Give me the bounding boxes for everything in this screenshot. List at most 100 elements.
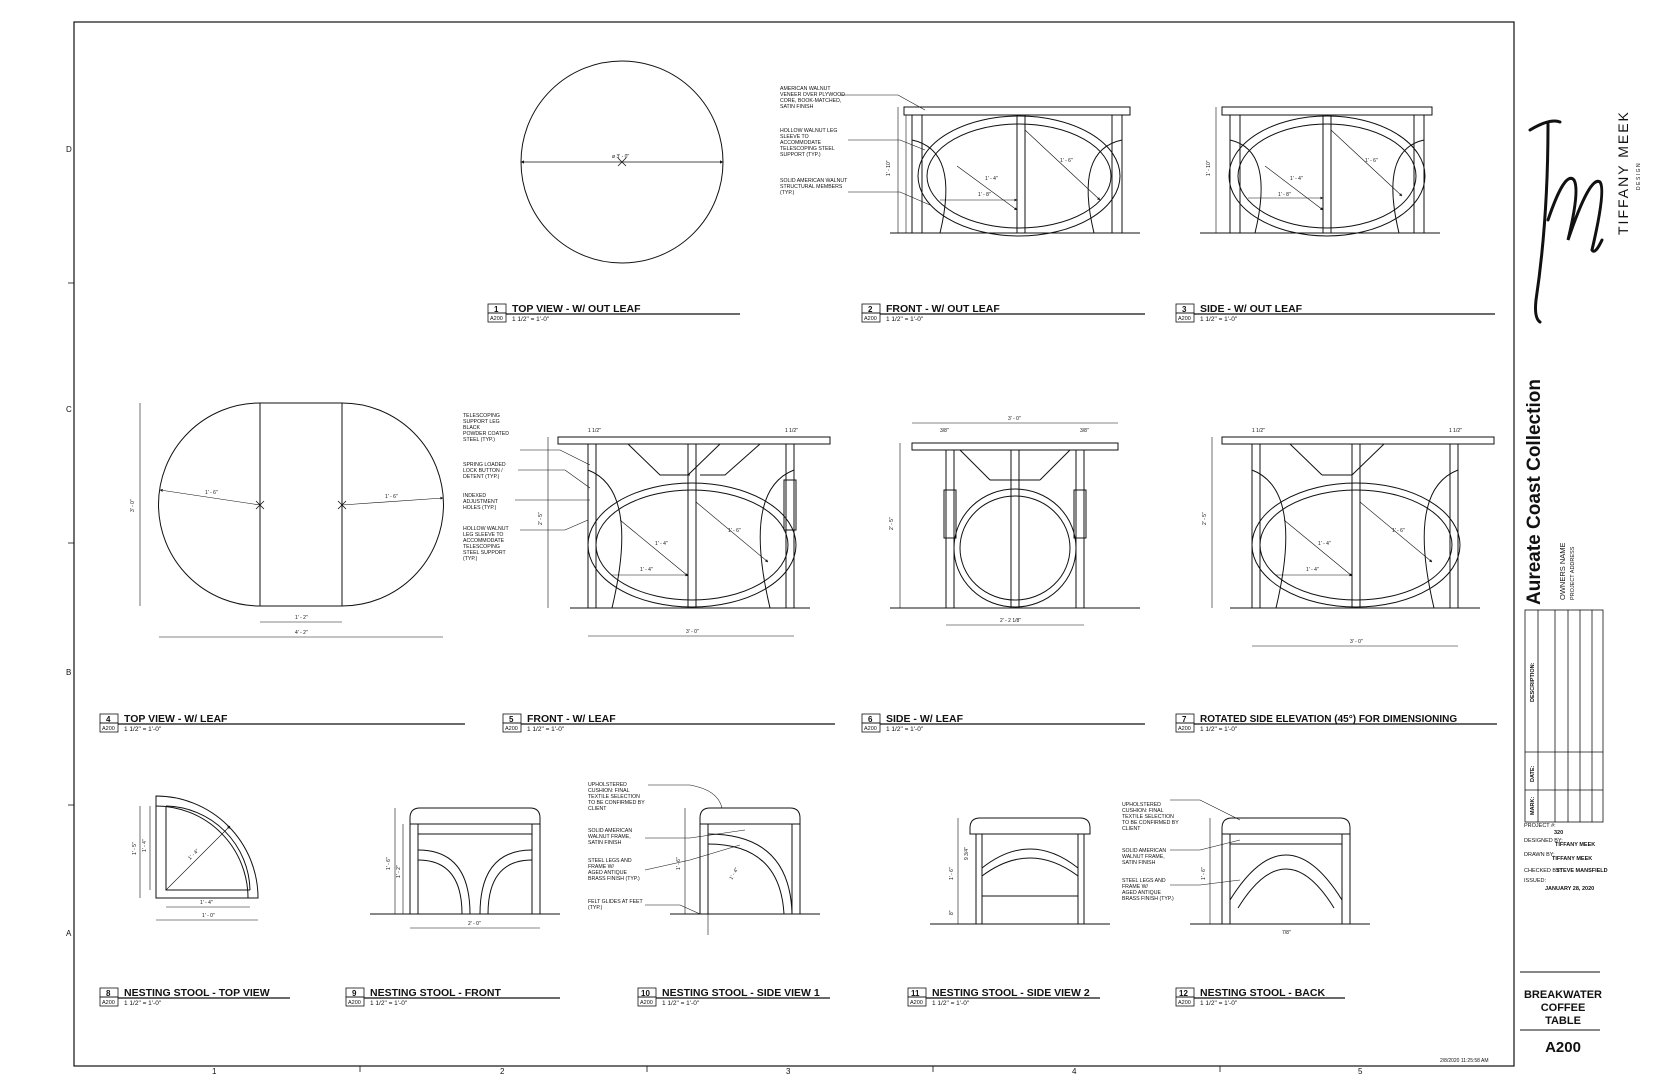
logo-monogram-icon bbox=[1528, 119, 1604, 324]
dim-label: 1' - 6" bbox=[1060, 158, 1073, 164]
dim-label: 1' - 4" bbox=[985, 176, 998, 182]
dim-diameter: ø 3' - 0" bbox=[612, 154, 629, 160]
grid-col-label: 2 bbox=[500, 1067, 505, 1076]
view-sheet-ref: A200 bbox=[640, 1000, 653, 1006]
view-number: 3 bbox=[1182, 305, 1187, 314]
dim-label: 1' - 4" bbox=[1306, 567, 1319, 573]
view-title-4: 4 TOP VIEW - W/ LEAF A200 1 1/2" = 1'-0" bbox=[99, 713, 465, 733]
dim-label: 1' - 6" bbox=[385, 494, 398, 500]
view-scale: 1 1/2" = 1'-0" bbox=[124, 726, 162, 733]
grid-col-label: 4 bbox=[1072, 1067, 1077, 1076]
view-sheet-ref: A200 bbox=[102, 1000, 115, 1006]
view-number: 9 bbox=[352, 989, 357, 998]
dim-label: 1' - 10" bbox=[1206, 160, 1212, 176]
view-number: 1 bbox=[494, 305, 499, 314]
view-title-9: 9 NESTING STOOL - FRONT A200 1 1/2" = 1'… bbox=[345, 987, 560, 1007]
view-7-rotated-side bbox=[1211, 436, 1495, 647]
view-scale: 1 1/2" = 1'-0" bbox=[512, 316, 550, 323]
view-title-3: 3 SIDE - W/ OUT LEAF A200 1 1/2" = 1'-0" bbox=[1175, 303, 1495, 323]
view-number: 10 bbox=[641, 989, 650, 998]
view-title-12: 12 NESTING STOOL - BACK A200 1 1/2" = 1'… bbox=[1175, 987, 1345, 1007]
dim-label: 1' - 6" bbox=[676, 857, 682, 870]
dim-label: 1 1/2" bbox=[1252, 428, 1265, 434]
drawn-by-value: TIFFANY MEEK bbox=[1552, 856, 1592, 862]
view-scale: 1 1/2" = 1'-0" bbox=[124, 1000, 162, 1007]
view-scale: 1 1/2" = 1'-0" bbox=[1200, 1000, 1238, 1007]
dim-label: 9 3/4" bbox=[964, 847, 970, 860]
view-scale: 1 1/2" = 1'-0" bbox=[527, 726, 565, 733]
dim-label: 1' - 6" bbox=[949, 867, 955, 880]
dim-label: 3/8" bbox=[940, 428, 949, 434]
checked-by-label: CHECKED BY: bbox=[1524, 868, 1561, 874]
dim-label: 2' - 5" bbox=[538, 512, 544, 525]
view-title: NESTING STOOL - TOP VIEW bbox=[124, 987, 270, 999]
checked-by-value: STEVE MANSFIELD bbox=[1556, 868, 1608, 874]
dim-label: 3' - 0" bbox=[130, 499, 136, 512]
view-10-leaders bbox=[644, 784, 746, 915]
view-12-leaders bbox=[1170, 799, 1241, 886]
view-number: 5 bbox=[509, 715, 514, 724]
dim-label: 1' - 0" bbox=[202, 913, 215, 919]
dim-label: 3' - 0" bbox=[1008, 416, 1021, 422]
view-sheet-ref: A200 bbox=[1178, 726, 1191, 732]
grid-col-label: 3 bbox=[786, 1067, 791, 1076]
drawing-title-line-3: TABLE bbox=[1545, 1015, 1581, 1027]
view-title: NESTING STOOL - SIDE VIEW 1 bbox=[662, 987, 820, 999]
dim-label: 1' - 4" bbox=[640, 567, 653, 573]
revision-table bbox=[1524, 609, 1604, 823]
drawn-by-label: DRAWN BY: bbox=[1524, 852, 1555, 858]
dim-label: 7/8" bbox=[1282, 930, 1291, 936]
dim-label: 2' - 5" bbox=[889, 517, 895, 530]
view-number: 2 bbox=[868, 305, 873, 314]
grid-row-label: D bbox=[66, 145, 72, 154]
view-2-front bbox=[890, 106, 1140, 237]
view-9-stool-front bbox=[370, 807, 560, 929]
dim-label: 1' - 8" bbox=[1278, 192, 1291, 198]
dim-label: 1' - 8" bbox=[978, 192, 991, 198]
view-number: 11 bbox=[911, 989, 920, 998]
dim-label: 3' - 0" bbox=[1350, 639, 1363, 645]
dim-label: 1' - 2" bbox=[295, 615, 308, 621]
dim-label: 1 1/2" bbox=[1449, 428, 1462, 434]
view-scale: 1 1/2" = 1'-0" bbox=[662, 1000, 700, 1007]
view-8-stool-top bbox=[139, 795, 259, 921]
view-title-2: 2 FRONT - W/ OUT LEAF A200 1 1/2" = 1'-0… bbox=[861, 303, 1145, 323]
view-title: ROTATED SIDE ELEVATION (45°) FOR DIMENSI… bbox=[1200, 714, 1457, 725]
view-5-front-leaf bbox=[547, 436, 831, 637]
issued-value: JANUARY 28, 2020 bbox=[1545, 886, 1594, 892]
view-title: NESTING STOOL - FRONT bbox=[370, 987, 501, 999]
view-scale: 1 1/2" = 1'-0" bbox=[370, 1000, 408, 1007]
dim-label: 1' - 4" bbox=[187, 848, 200, 861]
view-title-5: 5 FRONT - W/ LEAF A200 1 1/2" = 1'-0" bbox=[502, 713, 835, 733]
dim-label: 2' - 2 1/8" bbox=[1000, 618, 1021, 624]
project-number-value: 320 bbox=[1554, 830, 1563, 836]
view-10-stool-side-1 bbox=[670, 807, 820, 935]
dim-label: 1' - 6" bbox=[1392, 528, 1405, 534]
sheet-number: A200 bbox=[1545, 1039, 1581, 1056]
view-title: SIDE - W/ OUT LEAF bbox=[1200, 303, 1303, 315]
view-number: 12 bbox=[1179, 989, 1188, 998]
dim-label: 1' - 4" bbox=[200, 900, 213, 906]
owner-name: OWNERS NAME bbox=[1558, 542, 1567, 600]
view-title: NESTING STOOL - BACK bbox=[1200, 987, 1325, 999]
view-number: 8 bbox=[106, 989, 111, 998]
dim-label: 1' - 2" bbox=[396, 865, 402, 878]
grid-ticks bbox=[68, 282, 1221, 1072]
view-sheet-ref: A200 bbox=[490, 316, 503, 322]
view-sheet-ref: A200 bbox=[1178, 1000, 1191, 1006]
view-sheet-ref: A200 bbox=[348, 1000, 361, 1006]
view-sheet-ref: A200 bbox=[102, 726, 115, 732]
view-sheet-ref: A200 bbox=[1178, 316, 1191, 322]
view-sheet-ref: A200 bbox=[864, 316, 877, 322]
view-scale: 1 1/2" = 1'-0" bbox=[886, 726, 924, 733]
